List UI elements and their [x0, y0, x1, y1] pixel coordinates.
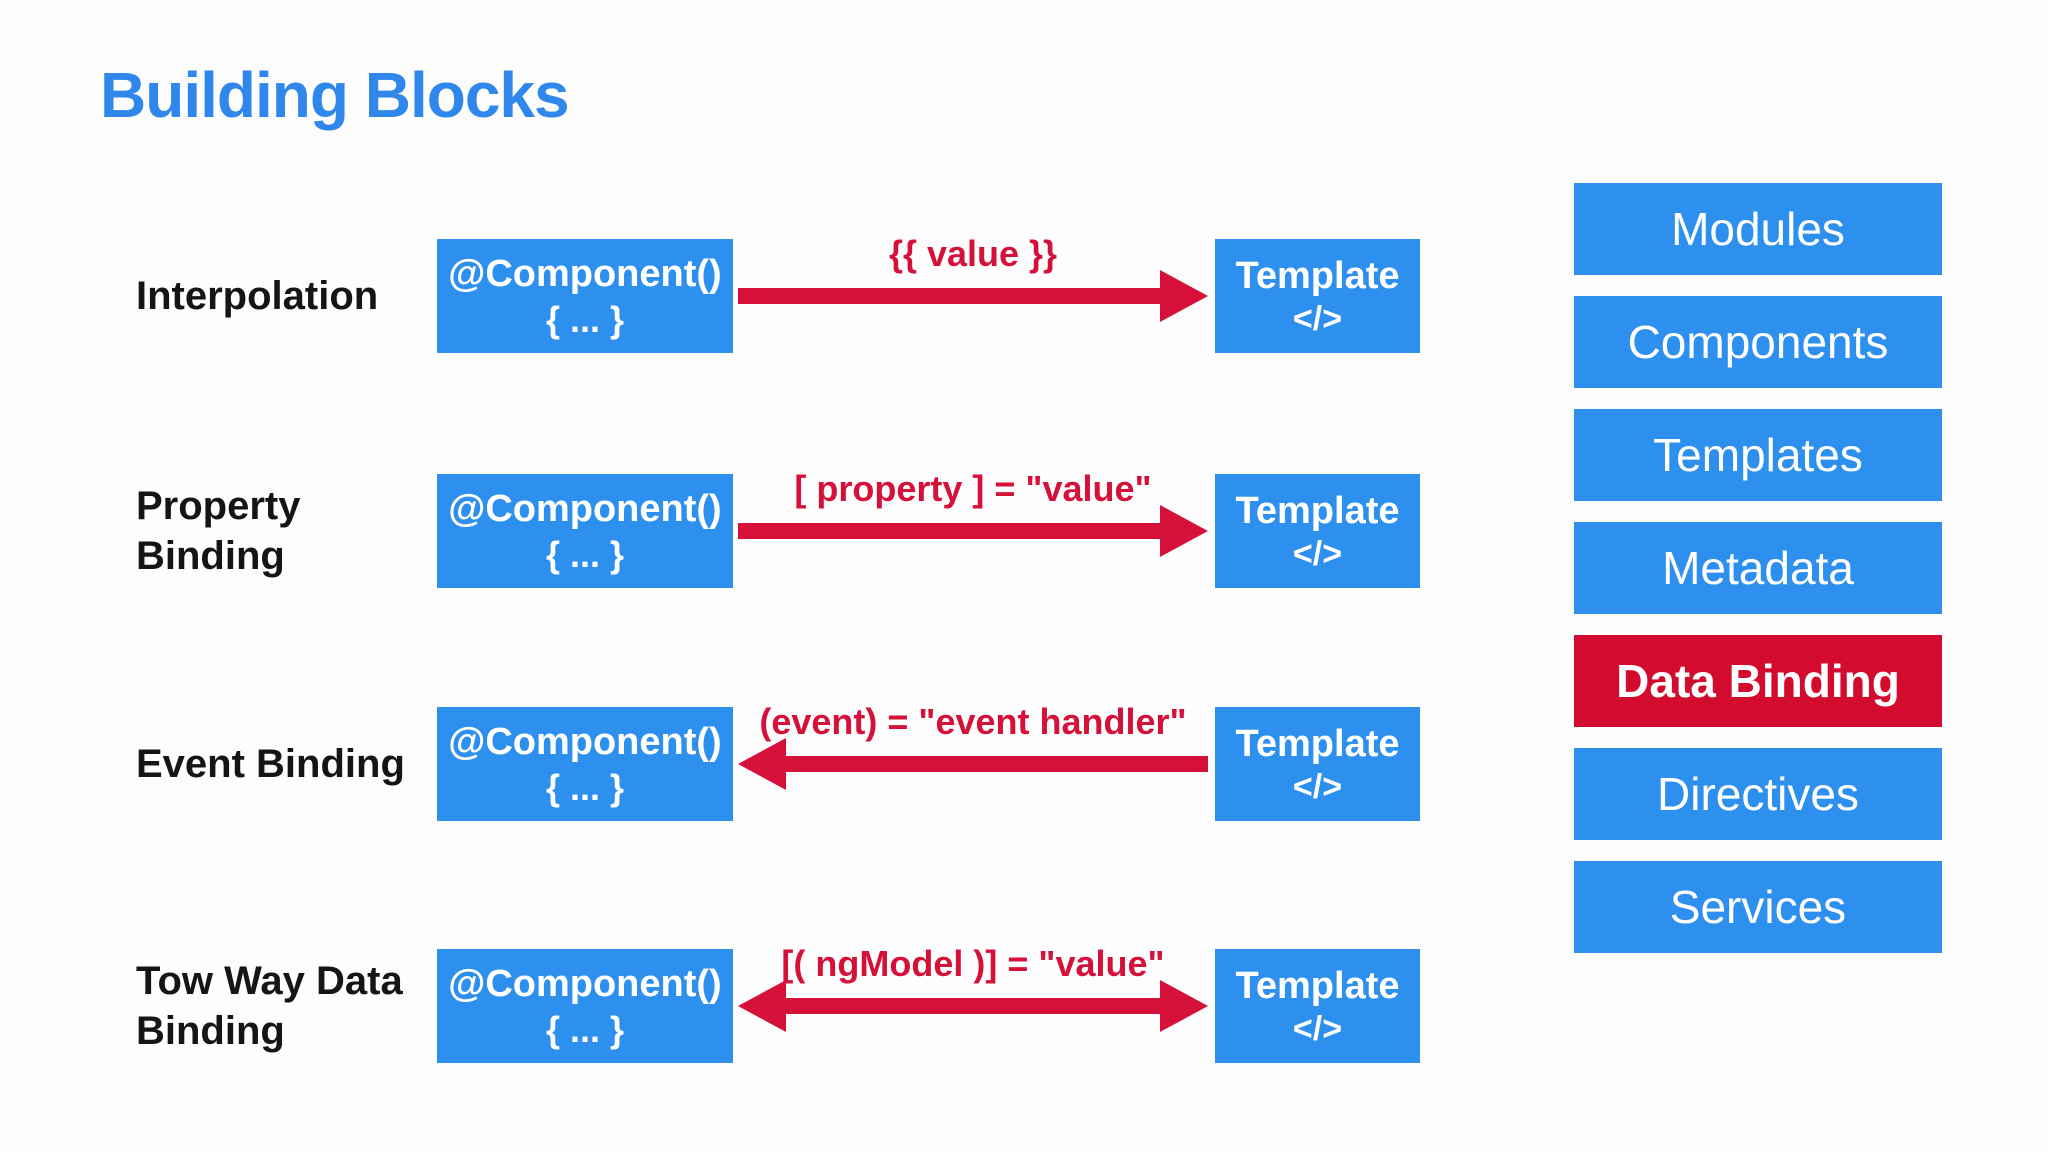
row-property-binding: Property Binding @Component() { ... } [ … [0, 468, 2048, 588]
building-blocks-legend: Modules Components Templates Metadata Da… [1574, 183, 1942, 974]
arrow-both-icon [738, 974, 1208, 1038]
component-box-title: @Component() [448, 487, 722, 530]
sidebar-item-components: Components [1574, 296, 1942, 388]
sidebar-item-services: Services [1574, 861, 1942, 953]
component-box-body: { ... } [545, 1009, 625, 1051]
template-box-code: </> [1292, 535, 1343, 574]
row-event-binding: Event Binding @Component() { ... } (even… [0, 701, 2048, 821]
template-box-title: Template [1235, 722, 1400, 765]
template-box: Template </> [1215, 239, 1420, 353]
component-box: @Component() { ... } [437, 239, 733, 353]
component-box-body: { ... } [545, 299, 625, 341]
row-interpolation: Interpolation @Component() { ... } {{ va… [0, 233, 2048, 353]
template-box-code: </> [1292, 768, 1343, 807]
binding-expression: [ property ] = "value" [794, 468, 1152, 509]
template-box: Template </> [1215, 474, 1420, 588]
row-label: Interpolation [136, 274, 379, 318]
component-box-body: { ... } [545, 767, 625, 809]
template-box-title: Template [1235, 489, 1400, 532]
template-box-code: </> [1292, 1010, 1343, 1049]
arrow-right-icon [738, 499, 1208, 563]
binding-expression: (event) = "event handler" [759, 701, 1187, 742]
binding-expression: {{ value }} [888, 233, 1058, 274]
row-label: Tow Way Data Binding [136, 959, 403, 1053]
arrow-right-icon [738, 264, 1208, 328]
template-box-title: Template [1235, 254, 1400, 297]
row-label: Property Binding [136, 484, 301, 578]
component-box: @Component() { ... } [437, 949, 733, 1063]
sidebar-item-templates: Templates [1574, 409, 1942, 501]
template-box-code: </> [1292, 300, 1343, 339]
sidebar-item-directives: Directives [1574, 748, 1942, 840]
row-two-way-data-binding: Tow Way Data Binding @Component() { ... … [0, 943, 2048, 1063]
component-box-title: @Component() [448, 962, 722, 1005]
component-box: @Component() { ... } [437, 707, 733, 821]
component-box-title: @Component() [448, 252, 722, 295]
page-title: Building Blocks [100, 59, 570, 131]
template-box-title: Template [1235, 964, 1400, 1007]
sidebar-item-metadata: Metadata [1574, 522, 1942, 614]
component-box-title: @Component() [448, 720, 722, 763]
template-box: Template </> [1215, 707, 1420, 821]
arrow-left-icon [738, 732, 1208, 796]
template-box: Template </> [1215, 949, 1420, 1063]
sidebar-item-data-binding: Data Binding [1574, 635, 1942, 727]
binding-expression: [( ngModel )] = "value" [781, 943, 1165, 984]
component-box-body: { ... } [545, 534, 625, 576]
sidebar-item-modules: Modules [1574, 183, 1942, 275]
row-label: Event Binding [136, 742, 405, 786]
component-box: @Component() { ... } [437, 474, 733, 588]
